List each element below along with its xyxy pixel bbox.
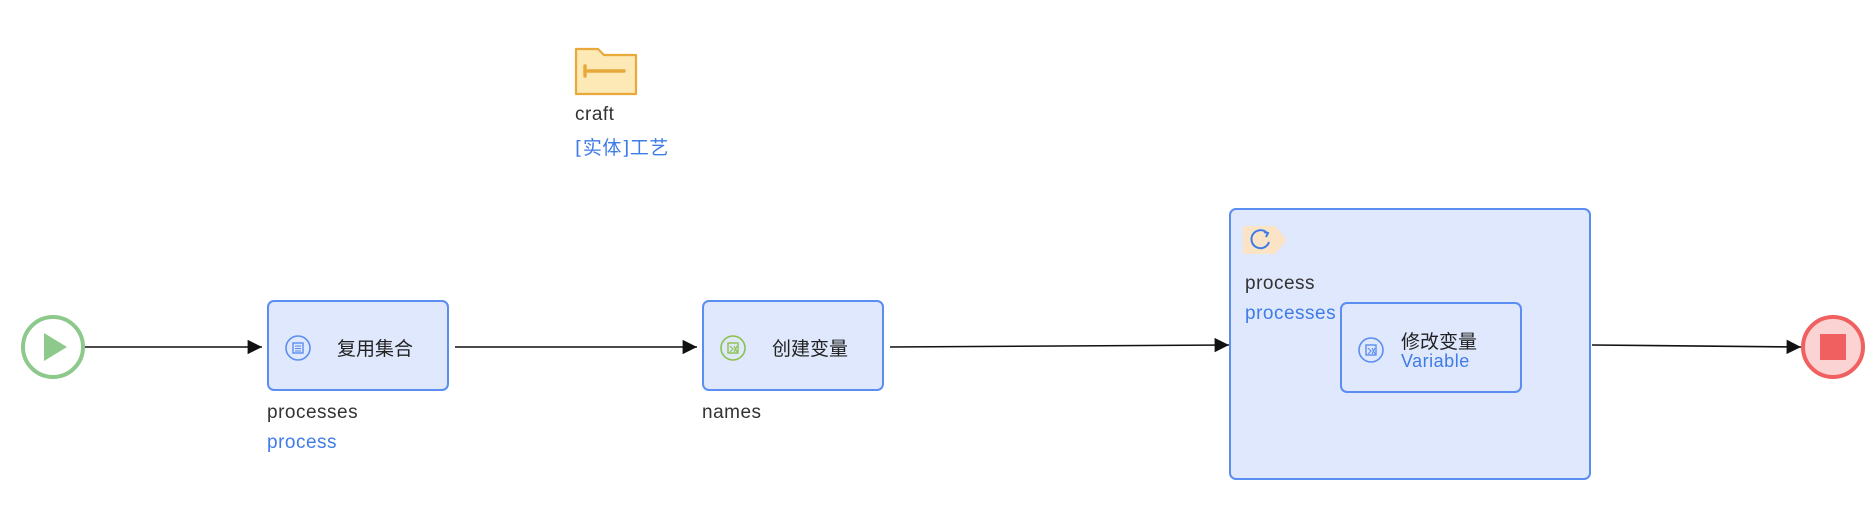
- task-caption-type: process: [267, 432, 338, 453]
- inner-task-sublabel: Variable: [1401, 351, 1470, 371]
- inner-task-modify-variable[interactable]: 修改变量 Variable: [1340, 302, 1522, 393]
- flow-task2-to-loop[interactable]: [889, 337, 1230, 353]
- variable-icon: [1358, 337, 1384, 363]
- loop-caption-name: process: [1245, 273, 1316, 294]
- task-label: 复用集合: [337, 338, 414, 360]
- stop-icon: [1801, 315, 1865, 379]
- end-event[interactable]: [1800, 314, 1866, 380]
- task-reuse-collection[interactable]: 复用集合: [267, 300, 449, 391]
- task-create-variable[interactable]: 创建变量: [702, 300, 884, 391]
- task-caption-name: processes: [267, 402, 359, 423]
- data-object-type: [实体]工艺: [575, 137, 669, 159]
- task-caption-name: names: [702, 402, 762, 423]
- flow-loop-to-end[interactable]: [1591, 339, 1802, 355]
- collection-icon: [285, 335, 311, 361]
- inner-task-label: 修改变量: [1401, 331, 1478, 353]
- loop-icon: [1243, 226, 1287, 254]
- start-event[interactable]: [20, 314, 86, 380]
- data-object-name: craft: [575, 104, 615, 125]
- folder-icon[interactable]: [574, 46, 638, 96]
- play-icon: [21, 315, 85, 379]
- loop-subprocess[interactable]: process processes 修改变量 Variable: [1229, 208, 1591, 480]
- variable-icon: [720, 335, 746, 361]
- loop-caption-type: processes: [1245, 303, 1337, 324]
- task-label: 创建变量: [772, 338, 849, 360]
